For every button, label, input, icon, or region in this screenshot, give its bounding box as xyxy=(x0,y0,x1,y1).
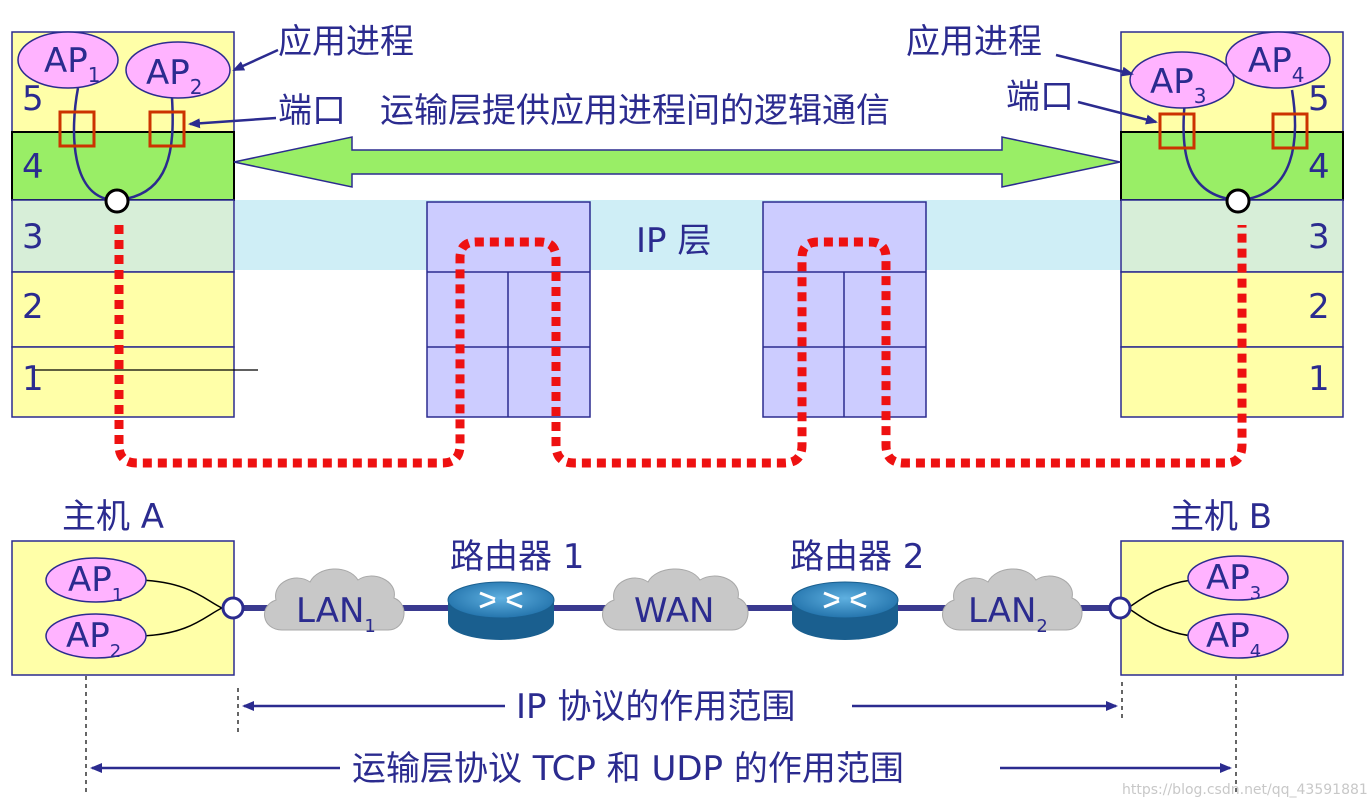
router-2-label: 路由器 2 xyxy=(790,537,924,577)
host-b-ap4-link xyxy=(1127,607,1193,637)
host-b-stack: 5 4 3 2 1 AP3 AP4 xyxy=(1120,31,1344,418)
host-a-layer-2-number: 2 xyxy=(22,287,44,327)
host-b-label: 主机 B xyxy=(1170,497,1272,537)
app-process-arrow-right xyxy=(1055,53,1134,77)
host-a-ap2-link xyxy=(141,607,223,637)
host-b-layer-3-number: 3 xyxy=(1308,217,1330,257)
host-b-bottom-ap3-ellipse xyxy=(1187,555,1289,601)
host-a-process-line-1 xyxy=(72,87,117,202)
host-a-ap2-ellipse xyxy=(125,41,231,99)
host-b-process-line-1 xyxy=(1182,99,1237,202)
host-b-layer-3 xyxy=(1120,199,1344,273)
host-b-layer-2 xyxy=(1120,271,1344,348)
ip-scope-label: IP 协议的作用范围 xyxy=(516,687,795,727)
host-b-process-line-2 xyxy=(1239,89,1297,202)
host-a-layer-1-number: 1 xyxy=(22,359,44,399)
host-a-interface-node xyxy=(221,596,245,620)
data-path-dotted xyxy=(114,225,1247,468)
app-process-arrow-left xyxy=(232,48,279,72)
port-arrow-right xyxy=(1077,100,1158,125)
lan2-cloud-shape xyxy=(942,568,1083,631)
host-b-box: AP3 AP4 xyxy=(1120,540,1344,676)
app-process-label-right: 应用进程 xyxy=(906,22,1042,62)
host-b-layer-4-number: 4 xyxy=(1308,147,1330,187)
router-2-icon-arrows xyxy=(823,591,867,609)
host-a-label: 主机 A xyxy=(62,497,164,537)
router-1-label: 路由器 1 xyxy=(450,537,584,577)
host-a-stack: 5 4 3 2 1 AP1 AP2 xyxy=(11,31,258,418)
host-b-ap3-link xyxy=(1127,579,1193,609)
host-b-bottom-ap3-label: AP3 xyxy=(1206,558,1261,604)
router-2-icon-top xyxy=(791,581,899,619)
host-a-layer-4-number: 4 xyxy=(22,147,44,187)
router-1-icon xyxy=(447,581,555,640)
host-a-bottom-ap1-ellipse xyxy=(45,557,147,603)
lan1-label: LAN1 xyxy=(296,591,376,637)
lan1-cloud: LAN1 xyxy=(264,568,405,637)
logical-communication-arrow xyxy=(233,136,1121,188)
host-b-layer-1-number: 1 xyxy=(1308,359,1330,399)
host-b-port-1 xyxy=(1158,112,1196,150)
host-a-layer-3-number: 3 xyxy=(22,217,44,257)
router-1-icon-top xyxy=(447,581,555,619)
router-1-stack xyxy=(426,201,591,418)
host-b-layer-2-number: 2 xyxy=(1308,287,1330,327)
host-a-ap2-label: AP2 xyxy=(146,53,203,99)
transport-scope-label: 运输层协议 TCP 和 UDP 的作用范围 xyxy=(352,749,904,789)
app-process-label-left: 应用进程 xyxy=(278,22,414,62)
host-b-layer-1 xyxy=(1120,346,1344,418)
wan-cloud-shape xyxy=(602,568,749,631)
lan2-cloud: LAN2 xyxy=(942,568,1083,637)
port-arrow-left xyxy=(188,116,277,129)
host-a-bottom-ap2-label: AP2 xyxy=(66,616,121,662)
host-a-port-1 xyxy=(58,110,96,148)
host-b-ap3-label: AP3 xyxy=(1150,62,1207,108)
host-a-bottom-ap1-label: AP1 xyxy=(68,560,123,606)
wan-cloud: WAN xyxy=(602,568,749,631)
host-a-bottom-ap2-ellipse xyxy=(45,613,147,659)
transport-logical-comm-label: 运输层提供应用进程间的逻辑通信 xyxy=(380,91,890,131)
host-b-port-2 xyxy=(1271,112,1309,150)
host-b-bottom-ap4-ellipse xyxy=(1187,613,1289,659)
host-b-ap4-ellipse xyxy=(1225,31,1331,89)
host-a-port-2 xyxy=(148,110,186,148)
router-2-stack xyxy=(762,201,927,418)
host-a-layer-5-number: 5 xyxy=(22,79,44,119)
wan-label: WAN xyxy=(634,591,714,631)
ip-layer-label: IP 层 xyxy=(636,221,711,261)
host-b-ap3-ellipse xyxy=(1129,51,1235,109)
router-2-icon xyxy=(791,581,899,640)
host-a-ap1-label: AP1 xyxy=(44,41,101,87)
host-a-box: AP1 AP2 xyxy=(11,540,235,676)
lan1-cloud-shape xyxy=(264,568,405,631)
host-b-interface-node xyxy=(1108,596,1132,620)
host-b-ap4-label: AP4 xyxy=(1248,41,1305,87)
port-label-right: 端口 xyxy=(1006,77,1074,117)
host-a-ap1-link xyxy=(139,579,223,609)
host-a-ip-junction xyxy=(104,188,130,214)
host-b-layer-5-number: 5 xyxy=(1308,79,1330,119)
watermark: https://blog.csdn.net/qq_43591881 xyxy=(1122,782,1368,798)
host-a-layer-4 xyxy=(11,131,235,201)
router-1-icon-arrows xyxy=(479,591,523,609)
host-b-ip-junction xyxy=(1225,188,1251,214)
host-a-ap1-ellipse xyxy=(17,31,119,89)
ip-layer-band xyxy=(235,200,1120,270)
host-a-process-line-2 xyxy=(117,97,174,202)
lan2-label: LAN2 xyxy=(968,591,1048,637)
port-label-left: 端口 xyxy=(278,91,346,131)
host-b-bottom-ap4-label: AP4 xyxy=(1206,616,1261,662)
